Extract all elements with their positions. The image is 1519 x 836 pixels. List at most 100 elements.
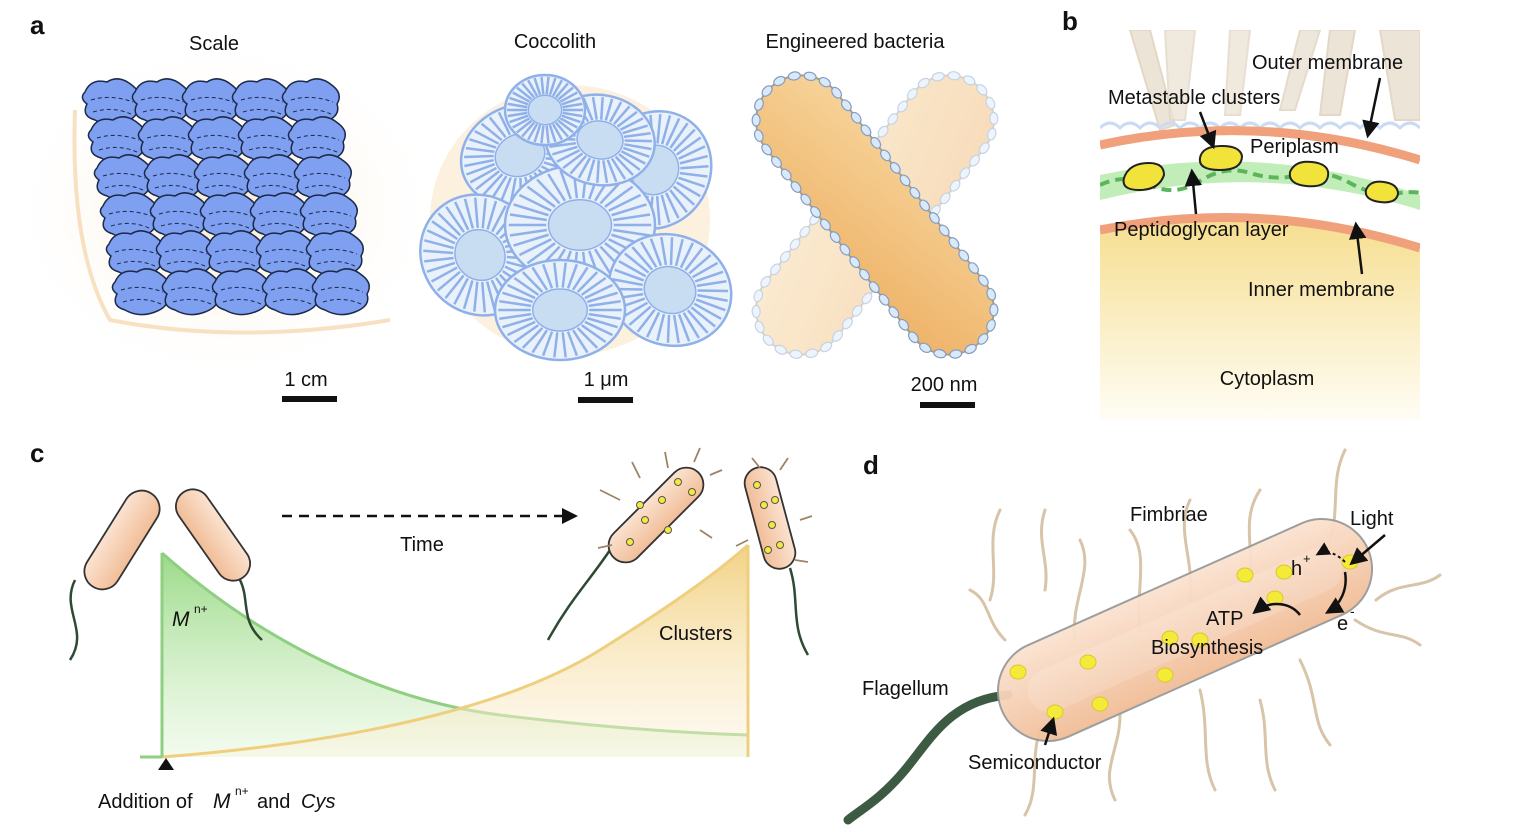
rod-shell-bead	[888, 306, 900, 319]
coccolith-spoke	[602, 160, 609, 184]
coccolith-spoke	[677, 313, 691, 342]
coccolith-spoke	[518, 238, 552, 257]
scale-plate-line	[146, 134, 190, 141]
coccolith-spoke	[502, 316, 534, 329]
coccolith-spoke	[693, 302, 722, 320]
fimbria-short	[794, 559, 809, 563]
rod-shell-bead	[928, 212, 940, 224]
coccolith-spoke	[674, 238, 684, 267]
rod-shell-bead	[770, 156, 782, 168]
rod-shell-bead	[949, 349, 963, 359]
cluster-dot	[771, 496, 779, 504]
coccolith-spoke	[475, 170, 500, 191]
coccolith-spoke	[621, 301, 649, 319]
scale-plate	[293, 154, 352, 202]
scale-plate	[243, 154, 302, 202]
coccolith-spoke	[586, 159, 596, 182]
coccolith-spoke	[521, 271, 544, 293]
coccolith-spoke	[431, 220, 458, 241]
coccolith-spoke	[571, 329, 589, 354]
scale-plate	[181, 78, 240, 126]
scale-plate-line	[242, 108, 282, 115]
coccolith-spoke	[561, 262, 567, 288]
scale-plate-line	[164, 248, 208, 255]
coccolith-spoke	[462, 280, 474, 310]
rod-shell-bead	[917, 77, 930, 89]
cell-before-left	[83, 489, 161, 591]
cluster-amount-curve	[161, 543, 749, 759]
coccolith-spoke	[480, 122, 503, 142]
scale-plate-shape	[281, 78, 340, 126]
semiconductor-dot	[1009, 664, 1027, 680]
outer-membrane	[1100, 126, 1420, 165]
coccolith-spoke	[424, 256, 454, 263]
rod-shell-bead	[810, 206, 822, 218]
coccolith-spoke	[516, 86, 533, 101]
rod-shell-bead	[959, 167, 971, 180]
coccolith-spoke	[491, 205, 507, 233]
label-light: Light	[1350, 508, 1394, 530]
rod-shell-bead	[860, 124, 872, 137]
label-flagellum: Flagellum	[862, 678, 949, 700]
label-clusters: Clusters	[659, 623, 732, 645]
rod-shell-bead	[761, 143, 773, 156]
rod-shell-bead	[985, 96, 996, 110]
coccolith-spoke	[566, 263, 579, 289]
scale-plate-shape	[299, 192, 358, 240]
coccolith-spoke	[614, 155, 634, 176]
cells-before	[68, 488, 263, 661]
scale-plate-line	[264, 248, 308, 255]
scale-plate-line	[240, 96, 284, 103]
coccolith-spoke	[628, 305, 652, 326]
scale-plate-shape	[181, 78, 240, 126]
scale-plate	[299, 192, 358, 240]
arrow-electron-transfer	[1324, 571, 1347, 614]
coccolith-spoke	[695, 298, 726, 312]
scale-plate-shape	[99, 192, 158, 240]
scale-plate-shape	[205, 230, 264, 278]
coccolith-spoke	[612, 228, 651, 237]
rod-shell-bead	[899, 174, 911, 187]
scale-plate-line	[316, 260, 356, 267]
scale-illustration: Scale 1 cm	[25, 33, 425, 402]
coccolith-spoke	[624, 139, 652, 143]
rod-shell-bead	[754, 98, 764, 111]
cluster-dot	[768, 521, 776, 529]
scale-plate	[93, 154, 152, 202]
coccolith-spoke	[610, 157, 627, 180]
semiconductor-dot	[1275, 564, 1293, 580]
coccolith-spoke	[611, 203, 647, 217]
label-time: Time	[400, 534, 444, 556]
fimbria-short	[597, 544, 613, 549]
scale-plate-line	[202, 172, 246, 179]
coccolith-spoke	[512, 117, 531, 129]
coccolith-spoke	[562, 102, 583, 109]
rod-shell-bead	[947, 71, 961, 81]
label-addition-sup: n+	[235, 784, 249, 798]
label-hole: h	[1291, 558, 1302, 580]
scale-plate-shape	[199, 192, 258, 240]
coccolith-plates	[419, 73, 733, 362]
coccolith-spoke	[593, 248, 613, 277]
label-semiconductor: Semiconductor	[968, 752, 1102, 774]
coccolith-spoke	[559, 91, 578, 103]
coccolith-spoke	[454, 201, 470, 231]
coccolith-spoke	[549, 141, 577, 148]
cluster-amount-area	[162, 545, 748, 757]
rod-body	[755, 74, 995, 356]
rod-shell-bead	[760, 275, 772, 288]
coccolith-spoke	[620, 150, 646, 165]
coccolith-spoke	[672, 128, 696, 152]
scale-plate	[131, 78, 190, 126]
coccolith-spoke	[619, 117, 644, 131]
coccolith-spoke	[465, 146, 495, 153]
coccolith-spoke	[533, 124, 542, 143]
panel-a: a Scale 1 cm Coccolith 1 μm Engineered b…	[25, 10, 999, 408]
scale-plate-shape	[137, 116, 196, 164]
semiconductor-dot	[1156, 667, 1174, 683]
scale-plate-line	[120, 286, 164, 293]
coccolith-spoke	[680, 164, 709, 170]
rod-shell-bead	[880, 149, 891, 162]
flagellum	[843, 690, 1013, 825]
coccolith-spoke	[682, 312, 700, 339]
